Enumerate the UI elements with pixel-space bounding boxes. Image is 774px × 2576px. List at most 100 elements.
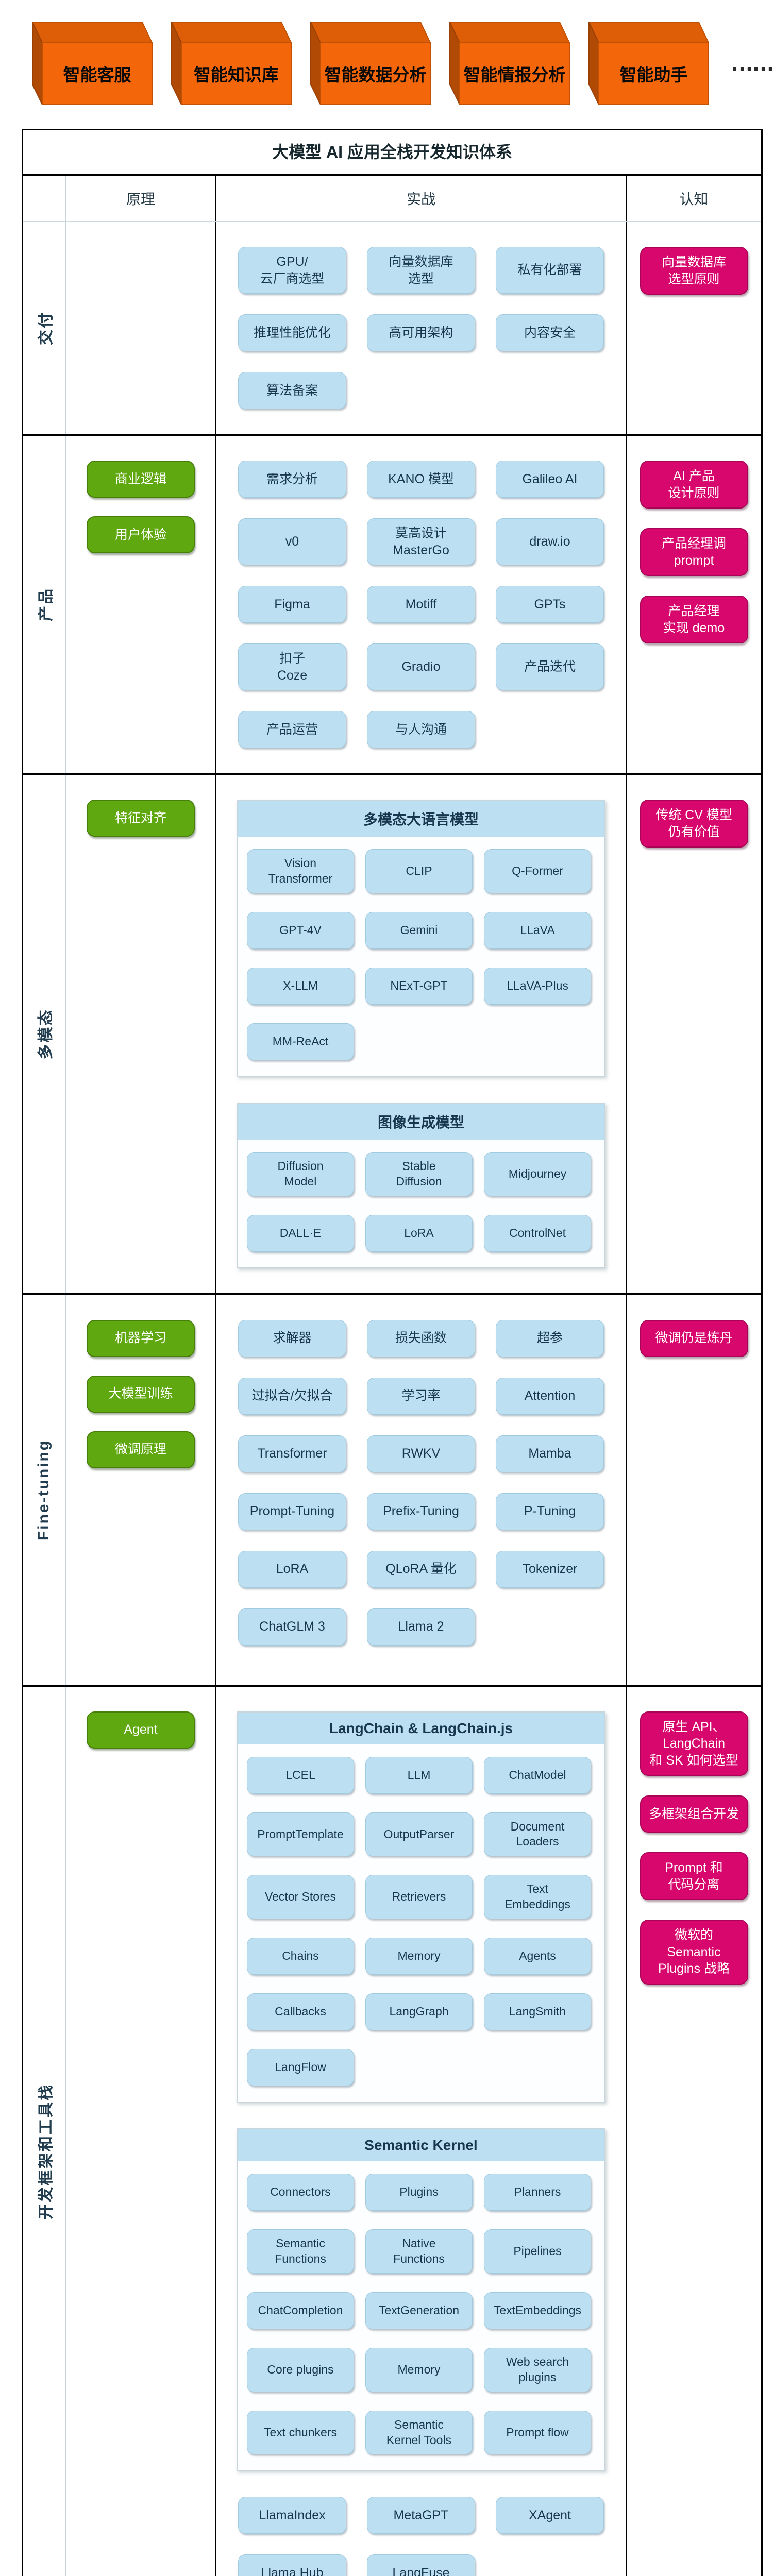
practice-node: DALL·E — [247, 1214, 354, 1252]
row-label-cell: 交付 — [23, 222, 66, 434]
practice-node: 向量数据库 选型 — [367, 247, 475, 294]
practice-node: Plugins — [365, 2174, 473, 2211]
header-cell-empty — [23, 176, 66, 221]
practice-node: Vector Stores — [247, 1875, 354, 1920]
cognition-node: 产品经理 实现 demo — [640, 596, 748, 643]
practice-node: Callbacks — [247, 1993, 354, 2031]
principle-node: 用户体验 — [87, 516, 195, 553]
cognition-cell: 传统 CV 模型 仍有价值 — [627, 775, 761, 1293]
practice-group-title: Semantic Kernel — [238, 2129, 604, 2162]
practice-node: Document Loaders — [484, 1812, 591, 1857]
practice-node: LangFlow — [247, 2049, 354, 2087]
practice-node: LangFuse — [367, 2554, 475, 2576]
practice-node: 学习率 — [367, 1377, 475, 1415]
practice-node: Galileo AI — [496, 461, 604, 498]
row-label: 开发框架和工具栈 — [37, 2083, 55, 2220]
principle-node: Agent — [87, 1711, 195, 1749]
practice-node: 莫高设计 MasterGo — [367, 518, 475, 565]
principle-node: 大模型训练 — [87, 1375, 195, 1413]
practice-node: Chains — [247, 1938, 354, 1975]
practice-node: Llama 2 — [367, 1608, 475, 1646]
practice-group-title: 图像生成模型 — [238, 1103, 604, 1140]
practice-node: Retrievers — [365, 1875, 473, 1920]
practice-node: 损失函数 — [367, 1319, 475, 1357]
practice-node: Text Embeddings — [484, 1875, 591, 1920]
practice-node: Prompt-Tuning — [238, 1493, 346, 1530]
row-label-cell: 多模态 — [23, 775, 66, 1293]
header-cell-cognition: 认知 — [679, 191, 709, 207]
row-label: Fine-tuning — [35, 1439, 53, 1540]
practice-node: Memory — [365, 2347, 473, 2392]
practice-node: 内容安全 — [496, 314, 604, 351]
app-label: 智能情报分析 — [463, 65, 566, 84]
practice-node: Gemini — [365, 911, 473, 949]
principle-cell: 特征对齐 — [66, 775, 216, 1293]
practice-node: Attention — [496, 1377, 604, 1415]
principle-node: 特征对齐 — [87, 800, 195, 837]
practice-node: Connectors — [247, 2174, 354, 2211]
practice-node: Text chunkers — [247, 2410, 354, 2455]
more-apps-ellipsis: …… — [731, 50, 774, 76]
practice-node: Core plugins — [247, 2347, 354, 2392]
practice-node: Vision Transformer — [247, 849, 354, 893]
cube-3d-icon — [310, 22, 431, 105]
app-label: 智能数据分析 — [324, 65, 427, 84]
practice-node: 私有化部署 — [496, 247, 604, 294]
row-label-cell: 开发框架和工具栈 — [23, 1686, 66, 2576]
practice-node: LLaVA — [484, 911, 591, 949]
practice-node: Agents — [484, 1938, 591, 1975]
practice-node: Llama Hub — [238, 2554, 346, 2576]
practice-node: LangGraph — [365, 1993, 473, 2031]
practice-node: 推理性能优化 — [238, 314, 346, 351]
practice-node: Prefix-Tuning — [367, 1493, 475, 1530]
table-header-row: 原理 实战 认知 — [23, 176, 761, 222]
principle-cell — [66, 222, 216, 434]
cognition-node: 传统 CV 模型 仍有价值 — [640, 800, 748, 848]
principle-cell: 机器学习大模型训练微调原理 — [66, 1295, 216, 1685]
practice-node: 算法备案 — [238, 372, 346, 409]
practice-node: MetaGPT — [367, 2497, 475, 2534]
practice-node: PromptTemplate — [247, 1812, 354, 1857]
practice-node: Semantic Functions — [247, 2229, 354, 2274]
cube-3d-icon — [171, 22, 292, 105]
practice-node: 与人沟通 — [367, 711, 475, 748]
app-cube: 智能助手 — [588, 20, 712, 107]
practice-node: Figma — [238, 586, 346, 623]
practice-node: MM-ReAct — [247, 1023, 354, 1060]
practice-node: Stable Diffusion — [365, 1151, 473, 1196]
cognition-node: 微调仍是炼丹 — [640, 1319, 748, 1357]
practice-node: Transformer — [238, 1435, 346, 1472]
practice-node: 需求分析 — [238, 461, 346, 498]
cognition-node: 原生 API、 LangChain 和 SK 如何选型 — [640, 1711, 748, 1776]
practice-node: Planners — [484, 2174, 591, 2211]
practice-node: GPU/ 云厂商选型 — [238, 247, 346, 294]
principle-cell: Agent — [66, 1686, 216, 2576]
practice-node: draw.io — [496, 518, 604, 565]
app-label: 智能助手 — [619, 65, 688, 84]
header-cell-principle: 原理 — [66, 176, 216, 221]
practice-node: Motiff — [367, 586, 475, 623]
app-cube: 智能客服 — [32, 20, 156, 107]
practice-node: TextEmbeddings — [484, 2292, 591, 2329]
practice-node: Prompt flow — [484, 2410, 591, 2455]
practice-node: ChatGLM 3 — [238, 1608, 346, 1646]
row-label: 产品 — [37, 587, 55, 621]
practice-node: Mamba — [496, 1435, 604, 1472]
cube-3d-icon — [588, 22, 710, 105]
practice-node: P-Tuning — [496, 1493, 604, 1530]
practice-node: ChatCompletion — [247, 2292, 354, 2329]
app-cube: 智能情报分析 — [449, 20, 573, 107]
practice-node: 高可用架构 — [367, 314, 475, 351]
practice-node: 求解器 — [238, 1319, 346, 1357]
practice-node: Tokenizer — [496, 1550, 604, 1588]
practice-node: OutputParser — [365, 1812, 473, 1857]
practice-node: TextGeneration — [365, 2292, 473, 2329]
